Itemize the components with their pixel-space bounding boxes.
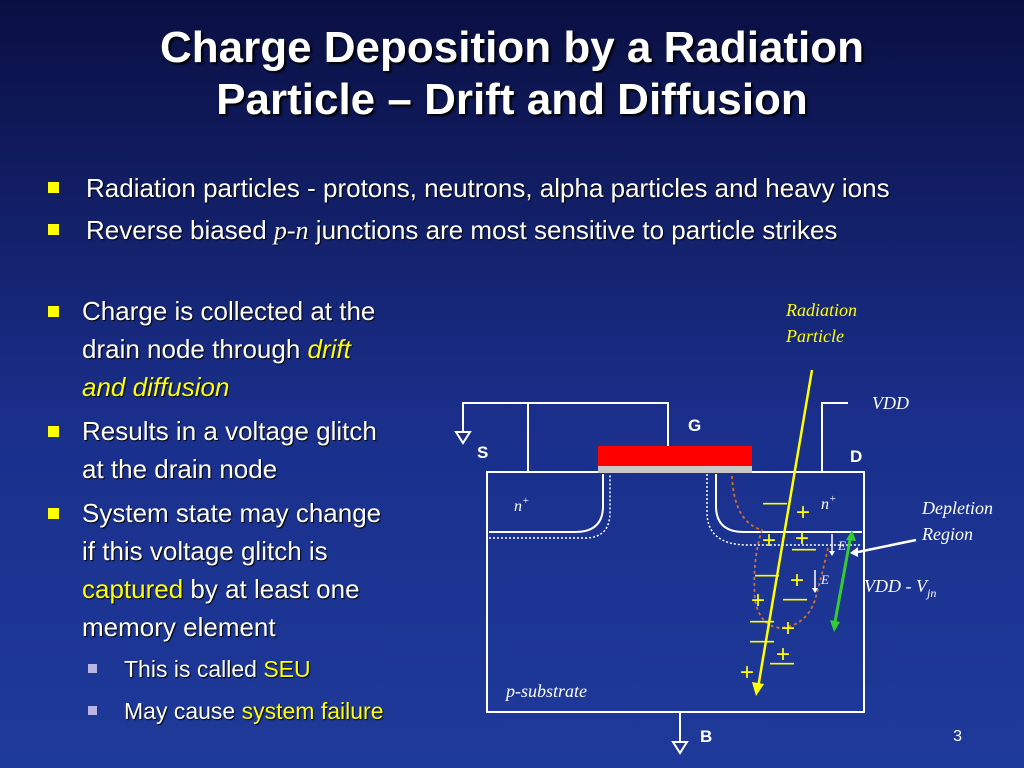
sub-bullet-text: May cause <box>124 698 242 724</box>
charge-minus: — <box>783 585 807 612</box>
bullet-voltage-glitch: Results in a voltage glitch at the drain… <box>40 412 460 488</box>
gate-oxide <box>598 466 752 473</box>
sub-bullet-emph: SEU <box>263 656 311 682</box>
bullet-square-icon <box>48 224 59 235</box>
charge-plus: + <box>776 641 790 668</box>
n-plus-drain-region <box>715 474 862 533</box>
bullet-line: Results in a voltage glitch <box>82 416 377 446</box>
voltage-drop-arrow-head-top <box>846 530 856 541</box>
left-bullet-list: Charge is collected at the drain node th… <box>40 292 460 736</box>
bullet-line-text: by at least one <box>183 574 360 604</box>
bullet-line: Charge is collected at the <box>82 296 376 326</box>
particle-track <box>756 369 814 689</box>
field-label-lower: E <box>820 572 829 587</box>
vdd-vjn-label: VDD - Vjn <box>864 576 936 600</box>
charge-plus: + <box>762 527 776 554</box>
drain-terminal-label: D <box>850 447 862 466</box>
n-plus-source-region <box>489 474 604 533</box>
charge-carriers: — + + + — — + + — — + — + — + <box>740 489 816 686</box>
gate-terminal-label: G <box>688 416 701 435</box>
bullet-emph-line: and diffusion <box>82 372 230 402</box>
bullet-text-pre: Reverse biased <box>86 215 274 245</box>
bullet-emph: captured <box>82 574 184 604</box>
radiation-label-line-1: Radiation <box>785 300 857 320</box>
bullet-line: drain node through drift <box>82 330 460 368</box>
page-number: 3 <box>953 728 962 745</box>
source-terminal-label: S <box>477 443 488 462</box>
charge-plus: + <box>795 525 809 552</box>
sub-bullet-text: This is called <box>124 656 264 682</box>
depletion-pointer-head <box>850 547 858 557</box>
depletion-source-edge <box>489 474 611 539</box>
ground-symbol-source <box>454 431 472 445</box>
slide-title: Charge Deposition by a Radiation Particl… <box>0 22 1024 126</box>
voltage-drop-arrow <box>833 539 852 623</box>
p-substrate-label: p-substrate <box>504 681 587 701</box>
sub-bullet-emph: system failure <box>241 698 384 724</box>
depletion-label-line-2: Region <box>921 524 973 544</box>
field-arrow-small-2-head <box>812 588 818 593</box>
charge-plus: + <box>740 659 754 686</box>
bullet-square-icon <box>48 182 59 193</box>
source-wire <box>462 402 529 472</box>
bullet-square-icon <box>48 426 59 437</box>
drain-wire <box>821 402 848 472</box>
charge-minus: — <box>792 535 816 562</box>
depletion-label-line-1: Depletion <box>921 498 993 518</box>
field-label-upper: E <box>837 538 846 553</box>
field-arrow-small-head <box>829 551 835 556</box>
gate-electrode <box>598 446 752 466</box>
voltage-drop-arrow-head-bottom <box>830 620 840 632</box>
bullet-square-icon <box>48 508 59 519</box>
bullet-line: System state may change <box>82 498 382 528</box>
bullet-text-emph: p-n <box>273 216 309 245</box>
charge-minus: — <box>763 489 787 516</box>
top-bullet-list: Radiation particles - protons, neutrons,… <box>40 170 1010 255</box>
charge-minus: — <box>750 627 774 654</box>
bullet-line: at the drain node <box>82 454 278 484</box>
sub-bullet-seu: This is called SEU <box>84 652 460 686</box>
gate-wire <box>528 402 669 446</box>
depletion-pointer-line <box>857 538 917 554</box>
vdd-label: VDD <box>872 393 909 413</box>
charge-plus: + <box>796 499 810 526</box>
bullet-emph: drift <box>307 334 351 364</box>
title-line-1: Charge Deposition by a Radiation <box>159 23 865 72</box>
charge-plus: + <box>790 567 804 594</box>
body-terminal-label: B <box>700 727 712 746</box>
sub-bullet-square-icon <box>88 706 97 715</box>
radiation-label-line-2: Particle <box>785 326 844 346</box>
n-plus-drain-label: n+ <box>821 493 836 513</box>
bullet-line-text: drain node through <box>82 334 308 364</box>
charge-plus: + <box>781 615 795 642</box>
bullet-reverse-biased: Reverse biased p-n junctions are most se… <box>40 212 1010 249</box>
depletion-drain-edge <box>706 474 862 546</box>
ground-symbol-body <box>671 741 689 755</box>
bullet-charge-collected: Charge is collected at the drain node th… <box>40 292 460 406</box>
n-plus-source-label: n+ <box>514 495 529 515</box>
bullet-text: Radiation particles - protons, neutrons,… <box>86 173 890 203</box>
charge-plus: + <box>751 587 765 614</box>
bullet-line: memory element <box>82 612 276 642</box>
sub-bullet-square-icon <box>88 664 97 673</box>
bullet-line: captured by at least one <box>82 570 460 608</box>
sub-bullet-system-failure: May cause system failure <box>84 694 460 728</box>
bullet-text-post: junctions are most sensitive to particle… <box>308 215 838 245</box>
bullet-square-icon <box>48 306 59 317</box>
title-line-2: Particle – Drift and Diffusion <box>216 75 808 124</box>
bullet-system-state: System state may change if this voltage … <box>40 494 460 646</box>
transistor-diagram: — + + + — — + + — — + — + — + Radiation … <box>454 300 993 755</box>
bullet-radiation-particles: Radiation particles - protons, neutrons,… <box>40 170 1010 206</box>
charge-minus: — <box>770 649 794 676</box>
bullet-line: if this voltage glitch is <box>82 536 328 566</box>
particle-arrowhead <box>752 682 764 696</box>
